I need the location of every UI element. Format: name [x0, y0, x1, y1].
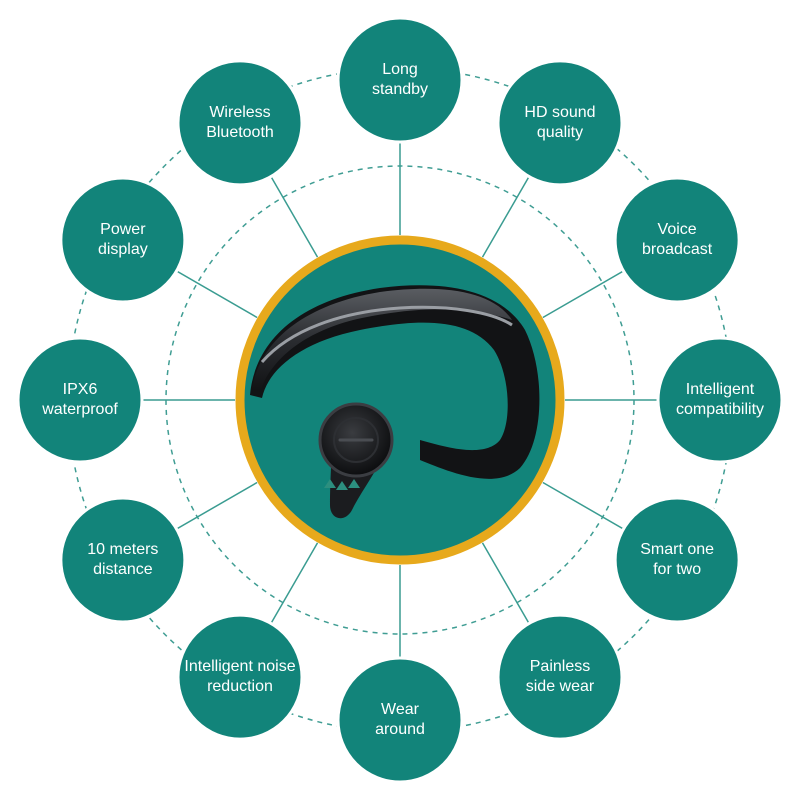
feature-circle [176, 59, 304, 187]
feature-circle [336, 16, 464, 144]
status-leds [324, 479, 360, 490]
feature-circle [613, 176, 741, 304]
feature-circle [59, 496, 187, 624]
feature-circle [496, 613, 624, 741]
feature-circle [656, 336, 784, 464]
feature-circle [59, 176, 187, 304]
earpiece-ring [333, 417, 379, 463]
headset-image [250, 285, 540, 519]
feature-circle [613, 496, 741, 624]
feature-nodes [16, 16, 784, 784]
feature-circle [176, 613, 304, 741]
earhook-band [250, 285, 540, 479]
earhook-trim [260, 305, 513, 363]
feature-circle [336, 656, 464, 784]
earhook-highlight [252, 288, 512, 392]
feature-circle [16, 336, 144, 464]
feature-circle [496, 59, 624, 187]
